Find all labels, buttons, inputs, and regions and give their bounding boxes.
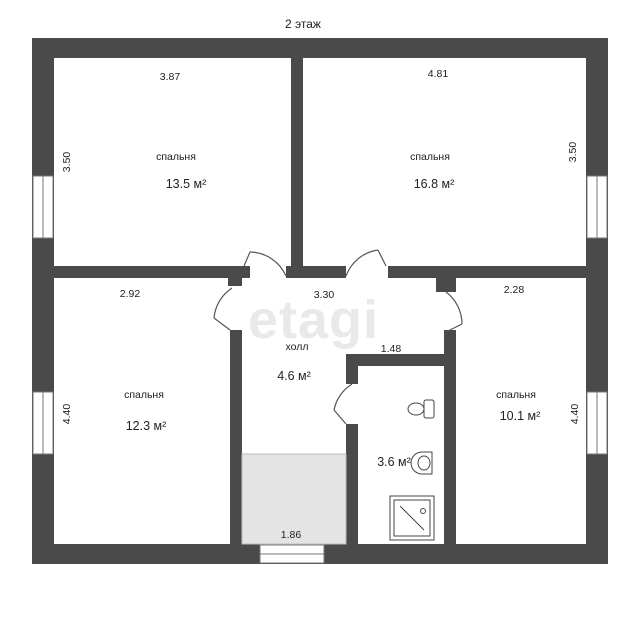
staircase-area [241,453,347,545]
dim-right-top-height: 3.50 [567,142,579,163]
room-label-bedroom-1: спальня [156,151,196,163]
wall-top-right-horizontal [388,266,586,278]
wall-top [32,38,608,58]
door-bedroom2-arc [345,249,379,277]
wall-bath-left-upper [346,354,358,384]
door-bedroom1-arc [249,251,287,277]
toilet-icon [407,399,435,419]
room-area-hall: 4.6 м² [277,369,311,383]
door-bedroom3-leaf [213,317,231,331]
door-bath-leaf [333,409,347,425]
dim-left-bottom-height: 4.40 [61,404,73,425]
door-bath-arc [333,383,353,411]
door-bedroom4-leaf [445,323,463,333]
room-area-bathroom: 3.6 м² [377,455,411,469]
room-label-bedroom-4: спальня [496,389,536,401]
room-area-bedroom-1: 13.5 м² [166,177,207,191]
wall-right [586,38,608,564]
dim-stair-width: 1.86 [281,529,302,541]
door-bedroom1-leaf [243,251,251,267]
room-area-bedroom-3: 12.3 м² [126,419,167,433]
wall-bath-top [346,354,444,366]
wall-hall-top-mid [286,266,346,278]
room-label-bedroom-2: спальня [410,151,450,163]
dim-bottom-left-width: 2.92 [120,288,141,300]
dim-right-bottom-height: 4.40 [569,404,581,425]
wall-right-jamb [436,266,456,292]
wall-between-top-bedrooms [291,58,303,270]
shower-icon [389,495,435,541]
room-label-hall: холл [286,341,309,353]
wall-bedroom4-left [444,330,456,544]
dim-top-right-width: 4.81 [428,68,449,80]
dim-hall-width: 3.30 [314,289,335,301]
door-bedroom3-arc [213,287,233,319]
watermark-text: etagi [248,290,379,350]
floor-title: 2 этаж [285,17,321,31]
windows [32,175,608,564]
room-label-bedroom-3: спальня [124,389,164,401]
wall-hall-left-jamb [228,266,242,286]
wall-left [32,38,54,564]
dim-bottom-right-width: 2.28 [504,284,525,296]
wall-bath-left-lower [346,424,358,544]
walls [32,38,608,564]
dim-left-top-height: 3.50 [61,152,73,173]
sink-icon [410,451,433,475]
door-bedroom2-leaf [377,249,387,267]
wall-hall-left [230,330,242,544]
room-area-bedroom-2: 16.8 м² [414,177,455,191]
dim-bath-width: 1.48 [381,343,402,355]
dim-top-left-width: 3.87 [160,71,181,83]
wall-top-left-horizontal [54,266,250,278]
door-bedroom4-arc [445,291,463,325]
room-area-bedroom-4: 10.1 м² [500,409,541,423]
doors [213,249,463,425]
